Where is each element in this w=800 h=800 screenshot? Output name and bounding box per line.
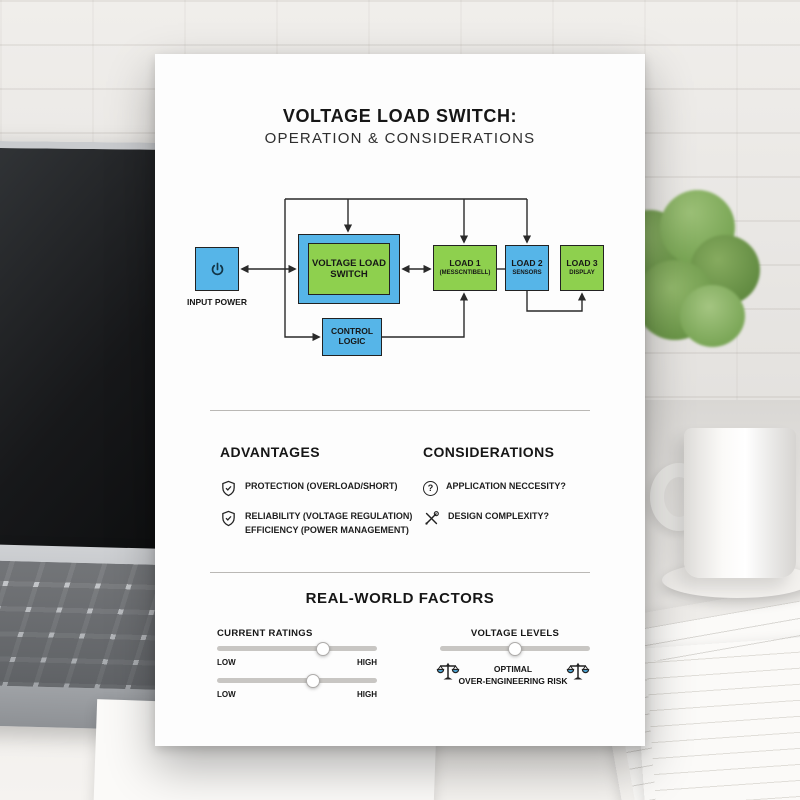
- shield-icon: [222, 510, 235, 527]
- balance-scale-icon: [436, 662, 460, 680]
- infographic-poster: VOLTAGE LOAD SWITCH: OPERATION & CONSIDE…: [155, 54, 645, 746]
- load3-label: LOAD 3: [566, 258, 598, 269]
- load2-box: LOAD 2 SENSORS: [505, 245, 549, 291]
- shield-icon: [222, 480, 235, 497]
- consideration-item: DESIGN COMPLEXITY?: [423, 510, 603, 527]
- consideration-item: APPLICATION NECCESITY?: [423, 480, 603, 496]
- coffee-mug: [684, 428, 796, 578]
- input-power-box: [195, 247, 239, 291]
- input-power-label: INPUT POWER: [187, 297, 247, 307]
- advantage-text: PROTECTION (OVERLOAD/SHORT): [245, 481, 398, 491]
- load1-label: LOAD 1: [449, 258, 481, 269]
- divider-top: [210, 410, 590, 411]
- slider-knob: [315, 641, 330, 656]
- question-icon: [423, 481, 438, 496]
- potted-plant: [605, 190, 765, 355]
- considerations-heading: CONSIDERATIONS: [423, 444, 555, 460]
- load1-sublabel: (MESSCNTIBELL): [439, 269, 491, 276]
- voltage-slider: [440, 641, 590, 656]
- risk-label: OPTIMAL OVER-ENGINEERING RISK: [458, 664, 568, 687]
- advantage-item: RELIABILITY (VOLTAGE REGULATION) EFFICIE…: [220, 510, 420, 537]
- voltage-load-switch-label: VOLTAGE LOAD SWITCH: [308, 243, 390, 295]
- advantages-heading: ADVANTAGES: [220, 444, 320, 460]
- connector-arrows: [240, 198, 587, 342]
- current-slider-1: [217, 641, 377, 656]
- factors-heading: REAL-WORLD FACTORS: [305, 590, 495, 607]
- voltage-levels-label: VOLTAGE LEVELS: [470, 628, 560, 639]
- poster-title: VOLTAGE LOAD SWITCH:: [282, 106, 518, 126]
- balance-scale-icon: [566, 662, 590, 680]
- advantage-text: RELIABILITY (VOLTAGE REGULATION): [245, 511, 413, 521]
- consideration-text: DESIGN COMPLEXITY?: [448, 511, 550, 521]
- advantage-item: PROTECTION (OVERLOAD/SHORT): [220, 480, 415, 497]
- papers-right-2: [632, 632, 800, 800]
- current-slider-2: [217, 673, 377, 688]
- slider-knob: [306, 673, 320, 688]
- tools-icon: [425, 511, 439, 525]
- poster-subtitle: OPERATION & CONSIDERATIONS: [264, 130, 536, 147]
- load2-label: LOAD 2: [511, 258, 543, 269]
- slider-range-labels: LOW HIGH: [217, 690, 377, 699]
- power-icon: [211, 262, 223, 275]
- consideration-text: APPLICATION NECCESITY?: [446, 481, 566, 491]
- load2-sublabel: SENSORS: [512, 269, 542, 276]
- load3-box: LOAD 3 DISPLAY: [560, 245, 604, 291]
- slider-knob: [508, 641, 522, 656]
- control-logic-box: CONTROL LOGIC: [322, 318, 382, 356]
- voltage-load-switch-box: VOLTAGE LOAD SWITCH: [298, 234, 400, 304]
- load1-box: LOAD 1 (MESSCNTIBELL): [433, 245, 497, 291]
- divider-bottom: [210, 572, 590, 573]
- load3-sublabel: DISPLAY: [569, 269, 595, 276]
- block-diagram: INPUT POWER VOLTAGE LOAD SWITCH LOAD 1 (…: [155, 184, 645, 384]
- slider-range-labels: LOW HIGH: [217, 658, 377, 667]
- current-ratings-label: CURRENT RATINGS: [217, 628, 313, 639]
